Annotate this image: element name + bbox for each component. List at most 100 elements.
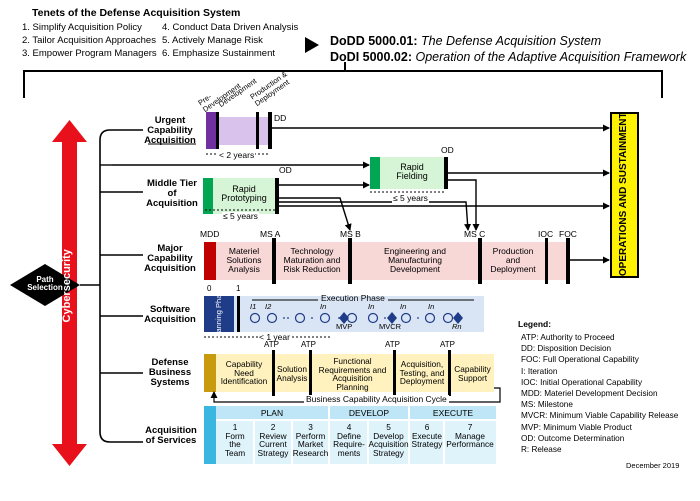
software-label: Software Acquisition (140, 305, 200, 325)
urgent-dev-block (216, 117, 256, 145)
major-phase-1-line-1: Materiel (228, 246, 260, 256)
services-step-4-line-1: Define (337, 430, 361, 441)
middle-proto-to-msc (279, 201, 472, 231)
tenet-4: 4. Conduct Data Driven Analysis (162, 22, 299, 33)
middle-duration-2: ≤ 5 years (392, 193, 429, 203)
legend-item: MS: Milestone (521, 400, 573, 410)
iteration-i2: I2 (265, 302, 272, 311)
dbs-phase-1-line-1: Capability (225, 359, 263, 369)
dbs-phase-3-label: Functional Requirements and Acquisition … (312, 357, 393, 392)
dbs-label: Defense Business Systems (140, 358, 200, 388)
dbs-label-2: Business (148, 366, 192, 378)
services-step-4-line-3: ments (337, 448, 361, 459)
release-diamond (453, 312, 463, 324)
services-step-1-line-1: Form (225, 430, 245, 441)
legend-item: DD: Disposition Decision (521, 344, 612, 354)
dbs-atp-4: ATP (440, 340, 455, 349)
services-label-1: Acquisition (145, 425, 197, 436)
major-phase-4-box (482, 242, 570, 280)
urgent-label-1: Urgent (154, 115, 186, 126)
major-phase-1-line-3: Analysis (228, 263, 260, 274)
middle-fielding-to-msc (448, 179, 480, 231)
services-step-6-num: 6 (424, 422, 430, 432)
services-step-2-line-3: Strategy (257, 448, 289, 459)
services-label-2: of Services (145, 434, 197, 446)
software-label-1: Software (149, 304, 191, 315)
dbs-phase-2-label: Solution Analysis (275, 365, 309, 382)
dodd-line: DoDD 5000.01: The Defense Acquisition Sy… (330, 34, 602, 48)
iteration-in-1: In (320, 302, 327, 311)
major-phase-3-line-3: Development (389, 263, 441, 274)
urgent-bar-2 (256, 112, 259, 149)
rapid-fielding-green (370, 157, 380, 189)
services-dividers (216, 406, 496, 464)
dbs-phase-4-line-3: Deployment (399, 376, 445, 387)
rapid-fielding-od-bar (444, 157, 448, 189)
iteration-in-4: In (428, 302, 435, 311)
services-step-3-line-2: Market (297, 439, 324, 450)
services-step-3: 3 Perform Market Research (292, 423, 329, 458)
milestone-msb: MS B (340, 229, 361, 239)
dbs-label-3: Systems (150, 376, 190, 388)
dbs-phase-1-line-3: Identification (220, 376, 268, 387)
services-step-5-num: 5 (386, 422, 391, 432)
urgent-dd-bar (268, 112, 272, 149)
services-step-2-line-1: Review (259, 430, 287, 441)
services-step-7-num: 7 (467, 422, 473, 432)
urgent-label-2: Capability (147, 124, 193, 136)
services-step-1: 1 Form the Team (216, 423, 254, 458)
major-msa-bar (272, 238, 276, 284)
dbs-atp-bar-4 (448, 350, 451, 396)
legend-item: ATP: Authority to Proceed (521, 333, 615, 342)
services-step-5-line-1: Develop (373, 430, 404, 441)
major-ioc-bar (545, 238, 548, 284)
ops-sustainment-label: OPERATIONS AND SUSTAINMENT (617, 112, 629, 277)
major-phase-2-line-1: Technology (290, 246, 334, 256)
middle-od2-label: OD (441, 145, 454, 155)
dbs-atp-2: ATP (301, 340, 316, 349)
legend-item: FOC: Full Operational Capability (521, 355, 639, 365)
legend-list: ATP: Authority to Proceed DD: Dispositio… (521, 332, 678, 455)
tenets-title: Tenets of the Defense Acquisition System (32, 7, 241, 19)
urgent-duration: < 2 years (218, 150, 256, 160)
path-selection-line-2: Selection (27, 283, 63, 293)
middle-od1-label: OD (279, 165, 292, 175)
services-step-5: 5 Develop Acquisition Strategy (368, 423, 409, 458)
tenet-5: 5. Actively Manage Risk (162, 35, 263, 46)
iteration-in-3: In (400, 302, 407, 311)
software-iteration-loops (249, 312, 454, 324)
iteration-in-2: In (368, 302, 375, 311)
dbs-atp-bar-3 (393, 350, 396, 396)
dbs-phase-4-label: Acquisition, Testing, and Deployment (396, 360, 448, 386)
services-develop-header (330, 406, 408, 420)
dbs-phase-3-line-2: Requirements and (318, 364, 387, 375)
rapid-prototyping-label: Rapid Prototyping (213, 184, 275, 204)
dbs-atp-bar-1 (272, 350, 275, 396)
mvp-label: MVP (336, 322, 353, 331)
software-marker-1: 1 (236, 284, 241, 293)
milestone-msc: MS C (464, 229, 486, 239)
dbs-atp-1: ATP (264, 340, 279, 349)
dbs-phase-5-line-1: Capability (454, 364, 491, 374)
legend-item: I: Iteration (521, 366, 558, 376)
major-phase-4-line-3: Deployment (490, 263, 536, 274)
header-bracket (23, 70, 663, 98)
dbs-atp-bar-2 (309, 350, 312, 396)
services-step-1-num: 1 (232, 422, 238, 432)
middle-label: Middle Tier of Acquisition (140, 179, 204, 209)
major-phase-1-line-2: Solutions (226, 254, 262, 265)
path-selection-diamond (10, 264, 80, 306)
urgent-dd-label: DD (274, 113, 287, 123)
services-cyan-block (204, 406, 216, 464)
dodd-title: The Defense Acquisition System (421, 34, 602, 48)
rapid-prototyping-box (213, 178, 275, 214)
dodi-line: DoDI 5000.02: Operation of the Adaptive … (330, 50, 687, 64)
urgent-bar-1 (216, 112, 219, 149)
services-step-5-line-3: Strategy (373, 448, 404, 459)
dbs-phase-2-line-1: Solution (277, 364, 307, 374)
dodi-title: Operation of the Adaptive Acquisition Fr… (415, 50, 687, 64)
dbs-phase-5-label: Capability Support (451, 365, 494, 382)
services-step-7-line-1: Manage (455, 430, 485, 441)
urgent-predev-block (206, 112, 216, 149)
